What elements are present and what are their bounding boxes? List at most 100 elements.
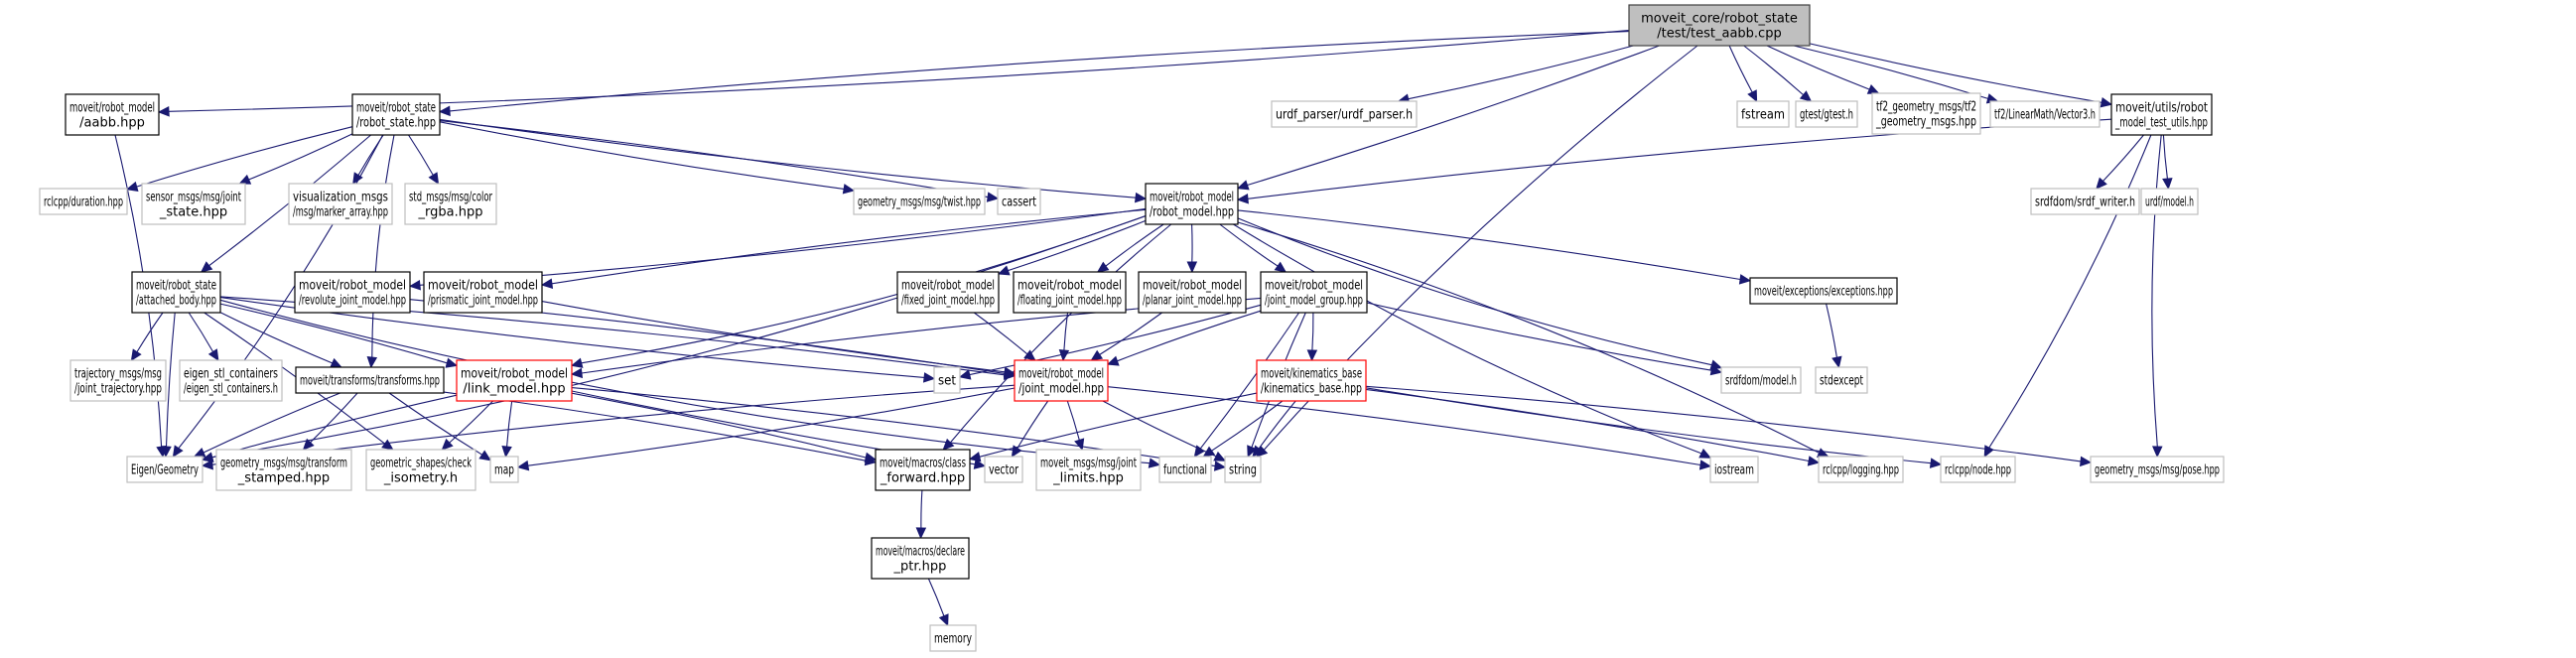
node-box[interactable] (2110, 93, 2213, 136)
node-label: moveit/robot_model (428, 279, 538, 294)
node-label: /joint_trajectory.hpp (74, 382, 162, 397)
node-label: urdf/model.h (2145, 196, 2194, 210)
node-color-rgba: std_msgs/msg/color_rgba.hpp (404, 183, 497, 225)
node-transforms[interactable]: moveit/transforms/transforms.hpp (295, 366, 445, 394)
edge-test_utils-to-pose (2151, 134, 2163, 459)
node-check-iso: geometric_shapes/check_isometry.h (365, 449, 476, 491)
arrowhead-icon (973, 459, 987, 469)
edge-test_utils-to-robot_model (1236, 118, 2112, 204)
node-label: iostream (1714, 463, 1754, 478)
node-box[interactable] (1014, 359, 1109, 402)
node-jmg[interactable]: moveit/robot_model/joint_model_group.hpp (1260, 271, 1368, 314)
node-label: moveit/robot_model (1017, 279, 1122, 294)
node-kin-base[interactable]: moveit/kinematics_base/kinematics_base.h… (1256, 359, 1367, 402)
edge-kin_base-to-pose (1365, 385, 2093, 467)
node-label: cassert (1002, 196, 1036, 210)
arrowhead-icon (1003, 366, 1017, 377)
node-box (2140, 188, 2199, 215)
node-label: moveit/exceptions/exceptions.hpp (1754, 285, 1893, 300)
arrowhead-icon (986, 192, 1000, 202)
node-box[interactable] (295, 366, 445, 394)
node-aabb[interactable]: moveit/robot_model/aabb.hpp (65, 93, 160, 136)
edge-transforms-to-map (388, 392, 492, 461)
node-label: /kinematics_base.hpp (1261, 382, 1362, 397)
node-label: stdexcept (1820, 374, 1863, 389)
node-box[interactable] (1145, 183, 1239, 225)
node-planar[interactable]: moveit/robot_model/planar_joint_model.hp… (1138, 271, 1247, 314)
arrowhead-icon (2162, 178, 2173, 191)
node-link-model[interactable]: moveit/robot_model/link_model.hpp (456, 359, 573, 402)
node-box[interactable] (1749, 277, 1898, 305)
node-box[interactable] (294, 271, 411, 314)
arrowhead-icon (172, 445, 184, 459)
arrowhead-icon (1090, 349, 1104, 361)
arrowhead-icon (1213, 461, 1227, 471)
edge-line (211, 214, 1147, 459)
edge-line (1258, 400, 1296, 450)
arrowhead-icon (1799, 90, 1813, 102)
nodes-layer: moveit_core/robot_state/test/test_aabb.c… (39, 4, 2225, 652)
node-box[interactable] (1628, 4, 1811, 47)
edge-robot_model-to-fixed (997, 219, 1147, 276)
node-tf-stamped: geometry_msgs/msg/transform_stamped.hpp (215, 449, 352, 491)
node-box[interactable] (131, 271, 221, 314)
edge-test_utils-to-srdf_writer (2096, 134, 2144, 190)
arrowhead-icon (125, 181, 139, 193)
edge-joint_model-to-joint_limits (1066, 400, 1085, 452)
node-robot-model[interactable]: moveit/robot_model/robot_model.hpp (1145, 183, 1239, 225)
node-box[interactable] (456, 359, 573, 402)
arrowhead-icon (428, 172, 440, 186)
node-traj: trajectory_msgs/msg/joint_trajectory.hpp (69, 359, 167, 402)
node-box[interactable] (896, 271, 1000, 314)
edge-joint_model-to-iostream (1107, 386, 1712, 470)
node-box (1224, 456, 1262, 483)
node-box (39, 188, 128, 215)
node-label: /robot_state.hpp (356, 116, 436, 131)
node-pose: geometry_msgs/msg/pose.hpp (2090, 456, 2225, 483)
edge-robot_model-to-floating (1096, 223, 1164, 273)
node-floating[interactable]: moveit/robot_model/floating_joint_model.… (1013, 271, 1127, 314)
node-attached-body[interactable]: moveit/robot_state/attached_body.hpp (131, 271, 221, 314)
node-exceptions[interactable]: moveit/exceptions/exceptions.hpp (1749, 277, 1898, 305)
node-root[interactable]: moveit_core/robot_state/test/test_aabb.c… (1628, 4, 1811, 47)
node-label: moveit/macros/class (880, 457, 966, 471)
edge-line (408, 134, 434, 176)
node-test-utils[interactable]: moveit/utils/robot_model_test_utils.hpp (2110, 93, 2213, 136)
node-box[interactable] (1013, 271, 1127, 314)
node-map: map (489, 456, 519, 483)
edge-line (1826, 303, 1837, 358)
node-revolute[interactable]: moveit/robot_model/revolute_joint_model.… (294, 271, 411, 314)
node-prismatic[interactable]: moveit/robot_model/prismatic_joint_model… (423, 271, 543, 314)
node-box[interactable] (65, 93, 160, 136)
node-vector3: tf2/LinearMath/Vector3.h (1989, 100, 2101, 128)
node-box (1709, 456, 1759, 483)
node-box[interactable] (423, 271, 543, 314)
node-box (997, 188, 1041, 215)
arrowhead-icon (968, 452, 982, 462)
arrowhead-icon (1193, 445, 1205, 458)
node-joint-model[interactable]: moveit/robot_model/joint_model.hpp (1014, 359, 1109, 402)
node-label: moveit/robot_model (1143, 279, 1242, 294)
node-box[interactable] (871, 537, 970, 580)
edge-line (1793, 45, 1988, 99)
node-box (1818, 456, 1904, 483)
edge-joint_model-to-map (516, 387, 1016, 471)
node-fixed[interactable]: moveit/robot_model/fixed_joint_model.hpp (896, 271, 1000, 314)
node-box[interactable] (1138, 271, 1247, 314)
node-cassert: cassert (997, 188, 1041, 215)
node-declare-ptr[interactable]: moveit/macros/declare_ptr.hpp (871, 537, 970, 580)
arrowhead-icon (915, 527, 927, 540)
node-robot-state[interactable]: moveit/robot_state/robot_state.hpp (351, 93, 441, 136)
arrowhead-icon (201, 452, 214, 462)
node-label: moveit/robot_model (1018, 367, 1104, 382)
node-box[interactable] (351, 93, 441, 136)
node-box[interactable] (875, 449, 971, 491)
edge-attached_body-to-eigen_geom (161, 312, 176, 459)
node-tf2-geom: tf2_geometry_msgs/tf2_geometry_msgs.hpp (1871, 92, 1981, 135)
node-label: _forward.hpp (880, 471, 965, 486)
node-box[interactable] (1260, 271, 1368, 314)
node-class-fwd[interactable]: moveit/macros/class_forward.hpp (875, 449, 971, 491)
edge-line (1102, 400, 1217, 458)
arrowhead-icon (201, 459, 213, 470)
node-box[interactable] (1256, 359, 1367, 402)
